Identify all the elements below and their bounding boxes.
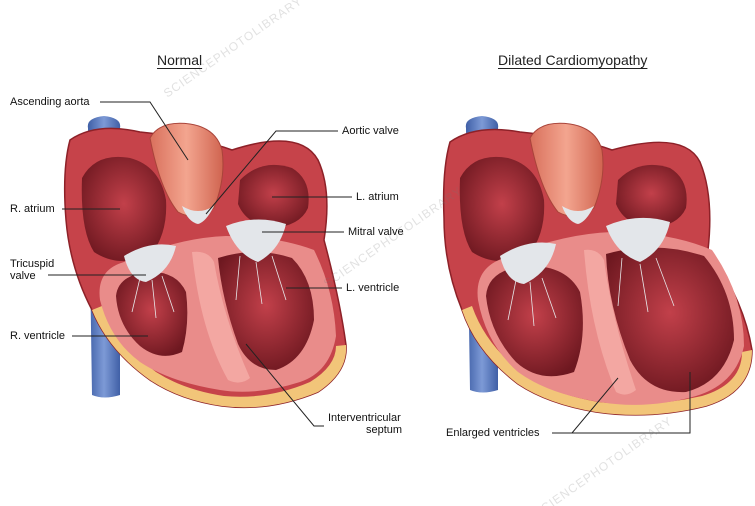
- normal-l-atrium-cavity: [238, 165, 309, 228]
- label-septum-line1: Interventricular: [328, 412, 401, 424]
- label-l-ventricle: L. ventricle: [346, 282, 399, 294]
- dilated-heart: [444, 116, 752, 415]
- label-tricuspid-line1: Tricuspid: [10, 258, 54, 270]
- label-r-atrium: R. atrium: [10, 203, 55, 215]
- title-dilated: Dilated Cardiomyopathy: [498, 52, 647, 68]
- label-ascending-aorta: Ascending aorta: [10, 96, 90, 108]
- label-aortic-valve: Aortic valve: [342, 125, 399, 137]
- label-enlarged-ventricles: Enlarged ventricles: [446, 427, 540, 439]
- label-mitral-valve: Mitral valve: [348, 226, 404, 238]
- label-l-atrium: L. atrium: [356, 191, 399, 203]
- normal-heart: [65, 116, 346, 407]
- label-tricuspid-line2: valve: [10, 270, 36, 282]
- label-septum-line2: septum: [366, 424, 402, 436]
- label-r-ventricle: R. ventricle: [10, 330, 65, 342]
- title-normal: Normal: [157, 52, 202, 68]
